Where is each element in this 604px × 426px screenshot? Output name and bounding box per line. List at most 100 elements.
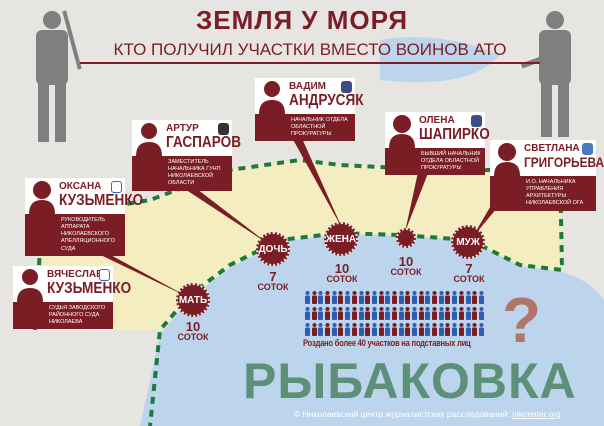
person-icon: [351, 323, 357, 336]
person-icon: [458, 307, 464, 320]
official-position: Заместитель начальника ГУНП Николаевской…: [132, 156, 232, 191]
person-icon: [412, 291, 417, 304]
person-icon: [338, 291, 344, 304]
person-icon: [445, 323, 451, 336]
person-silhouette-icon: [29, 181, 55, 214]
relative-wife: ЖЕНА: [324, 222, 358, 256]
person-icon: [358, 307, 364, 320]
person-icon: [465, 323, 471, 336]
official-position: Судья Заводского районного суда Николаев…: [13, 302, 113, 330]
person-icon: [452, 291, 458, 304]
person-icon: [391, 291, 397, 304]
person-icon: [478, 291, 484, 304]
person-icon: [325, 323, 331, 336]
person-icon: [465, 307, 471, 320]
person-icon: [412, 307, 417, 320]
person-icon: [345, 323, 351, 336]
person-icon: [338, 307, 344, 320]
person-icon: [438, 291, 444, 304]
person-icon: [378, 307, 384, 320]
person-silhouette-icon: [17, 269, 43, 302]
person-icon: [311, 323, 317, 336]
person-icon: [318, 291, 324, 304]
prosecutor-emblem-icon: [341, 81, 352, 93]
relative-mother: МАТЬ: [176, 283, 210, 317]
source-link[interactable]: nikcenter.org: [512, 409, 561, 419]
person-icon: [331, 291, 337, 304]
person-icon: [378, 323, 384, 336]
person-icon: [452, 323, 458, 336]
person-icon: [385, 291, 391, 304]
person-icon: [351, 291, 357, 304]
person-icon: [371, 291, 377, 304]
people-icons-grid: [305, 291, 487, 336]
person-icon: [305, 307, 310, 320]
person-icon: [425, 323, 431, 336]
sea: [380, 37, 500, 83]
person-icon: [472, 307, 478, 320]
person-icon: [345, 307, 351, 320]
person-icon: [405, 323, 411, 336]
person-icon: [331, 307, 337, 320]
person-icon: [432, 291, 438, 304]
police-emblem-icon: [218, 123, 229, 135]
person-icon: [458, 323, 464, 336]
person-icon: [398, 291, 404, 304]
person-icon: [325, 291, 331, 304]
person-icon: [358, 323, 364, 336]
person-icon: [318, 323, 324, 336]
question-mark: ?: [502, 284, 542, 356]
person-icon: [365, 323, 371, 336]
copyright: © Николаевский центр журналистских рассл…: [294, 409, 561, 419]
soldier-left-icon: [36, 10, 82, 142]
person-silhouette-icon: [389, 115, 415, 148]
caption: Роздано более 40 участков на подставных …: [303, 338, 471, 349]
person-icon: [465, 291, 471, 304]
person-icon: [311, 291, 317, 304]
person-icon: [331, 323, 337, 336]
person-icon: [425, 291, 431, 304]
court-emblem-icon: [111, 181, 122, 193]
person-icon: [345, 291, 351, 304]
person-icon: [371, 323, 377, 336]
relative-husband: МУЖ: [451, 225, 485, 259]
person-silhouette-icon: [136, 123, 162, 156]
official-position: Бывший начальник отдела областной прокур…: [385, 148, 485, 176]
person-icon: [371, 307, 377, 320]
prosecutor-emblem-icon: [471, 115, 482, 127]
person-icon: [478, 323, 484, 336]
town-name: РЫБАКОВКА: [243, 353, 577, 409]
person-icon: [405, 291, 411, 304]
person-icon: [391, 323, 397, 336]
person-icon: [425, 307, 431, 320]
court-emblem-icon: [99, 269, 110, 281]
soldier-right-icon: [520, 11, 571, 137]
person-icon: [318, 307, 324, 320]
person-icon: [438, 323, 444, 336]
person-icon: [445, 291, 451, 304]
person-icon: [458, 291, 464, 304]
person-icon: [385, 323, 391, 336]
person-icon: [325, 307, 331, 320]
person-icon: [445, 307, 451, 320]
page-title: ЗЕМЛЯ У МОРЯ: [195, 5, 409, 35]
official-position: И.о. начальника управления архитектуры Н…: [490, 176, 596, 211]
person-silhouette-icon: [494, 143, 520, 176]
person-icon: [365, 291, 371, 304]
person-silhouette-icon: [259, 81, 285, 114]
person-icon: [452, 307, 458, 320]
person-icon: [478, 307, 484, 320]
person-icon: [438, 307, 444, 320]
person-icon: [412, 323, 417, 336]
city-emblem-icon: [582, 143, 593, 155]
person-icon: [385, 307, 391, 320]
